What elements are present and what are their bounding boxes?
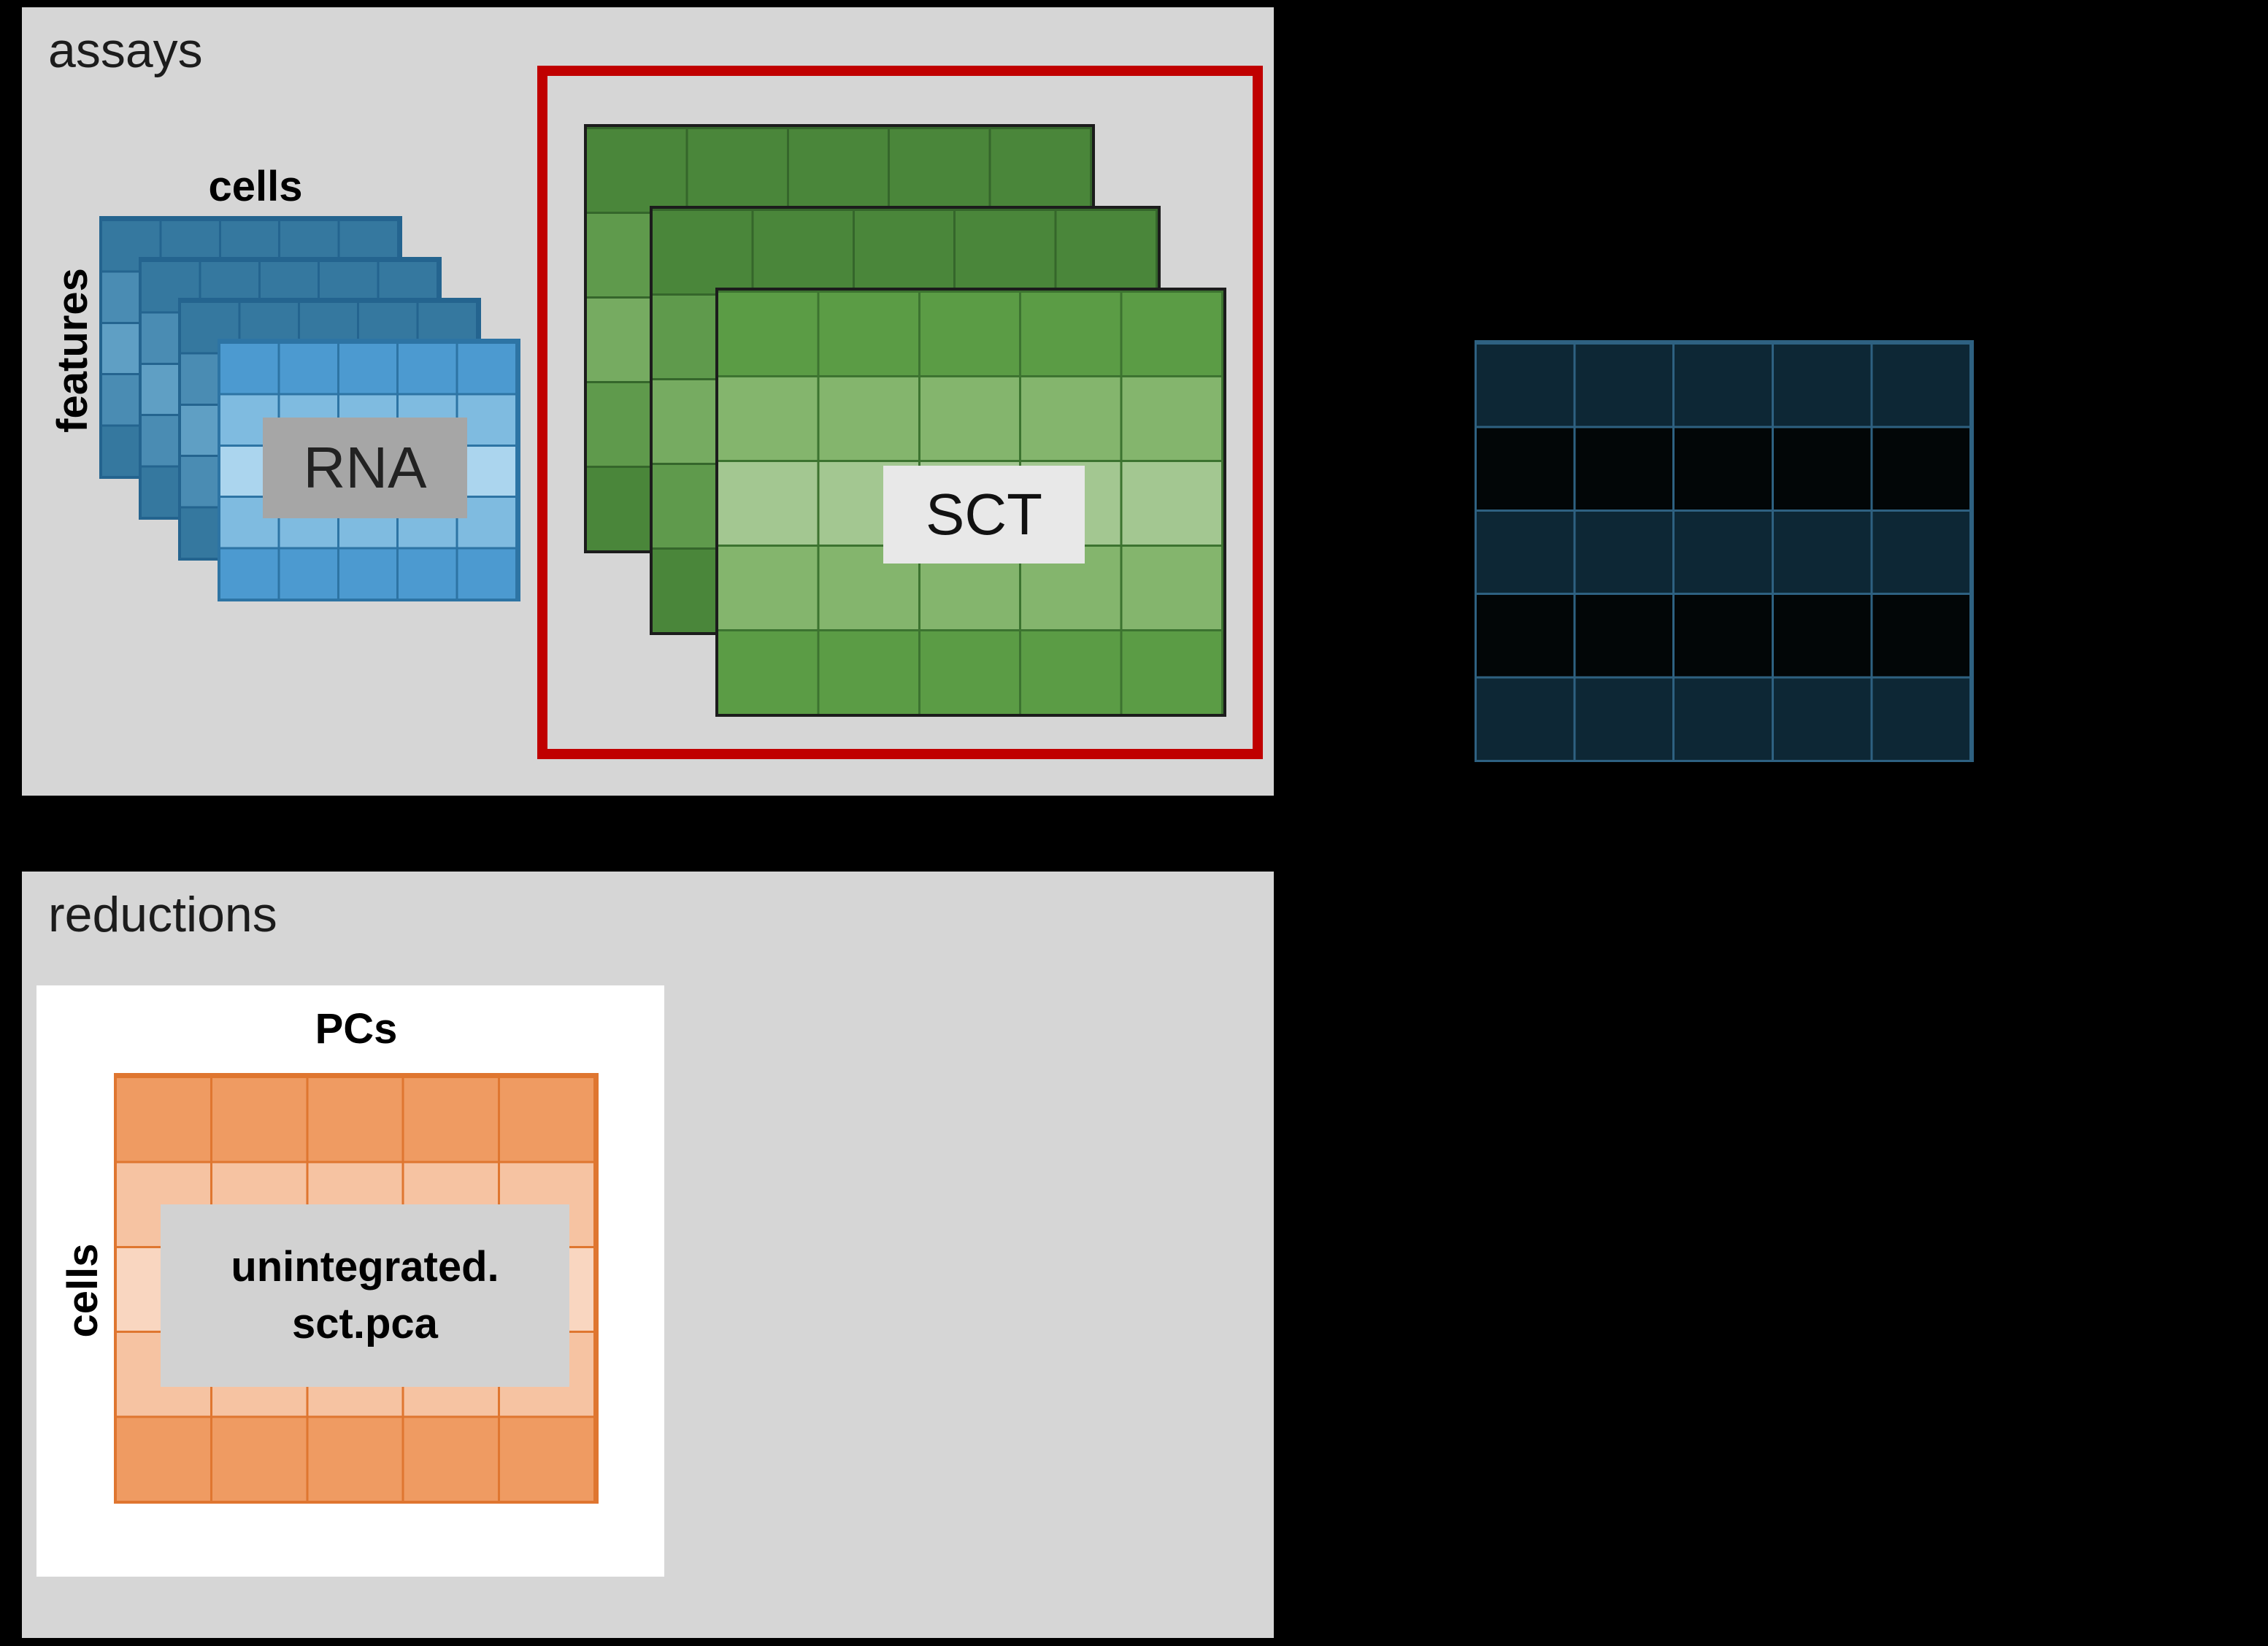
features-axis-label: features <box>49 268 96 433</box>
pca-label-line1: unintegrated. <box>231 1242 499 1291</box>
pca-label: unintegrated. sct.pca <box>161 1204 569 1387</box>
reductions-title: reductions <box>48 887 277 942</box>
sct-highlight-box <box>537 66 1263 759</box>
pcs-axis-label: PCs <box>315 1005 398 1053</box>
assays-title: assays <box>48 23 203 78</box>
rna-label-text: RNA <box>303 435 427 500</box>
cells-axis-label-reductions: cells <box>59 1243 107 1338</box>
cells-axis-label: cells <box>208 163 303 210</box>
assays-panel: assays cells features RNA SCT <box>22 7 1274 796</box>
sct-label: SCT <box>883 466 1085 564</box>
pca-label-line2: sct.pca <box>292 1300 438 1347</box>
reductions-panel: reductions PCs cells unintegrated. sct.p… <box>22 872 1274 1638</box>
ghost-matrix <box>1475 340 1974 762</box>
pca-card: PCs cells unintegrated. sct.pca <box>36 985 664 1577</box>
rna-label: RNA <box>263 418 467 518</box>
sct-label-text: SCT <box>926 482 1042 547</box>
